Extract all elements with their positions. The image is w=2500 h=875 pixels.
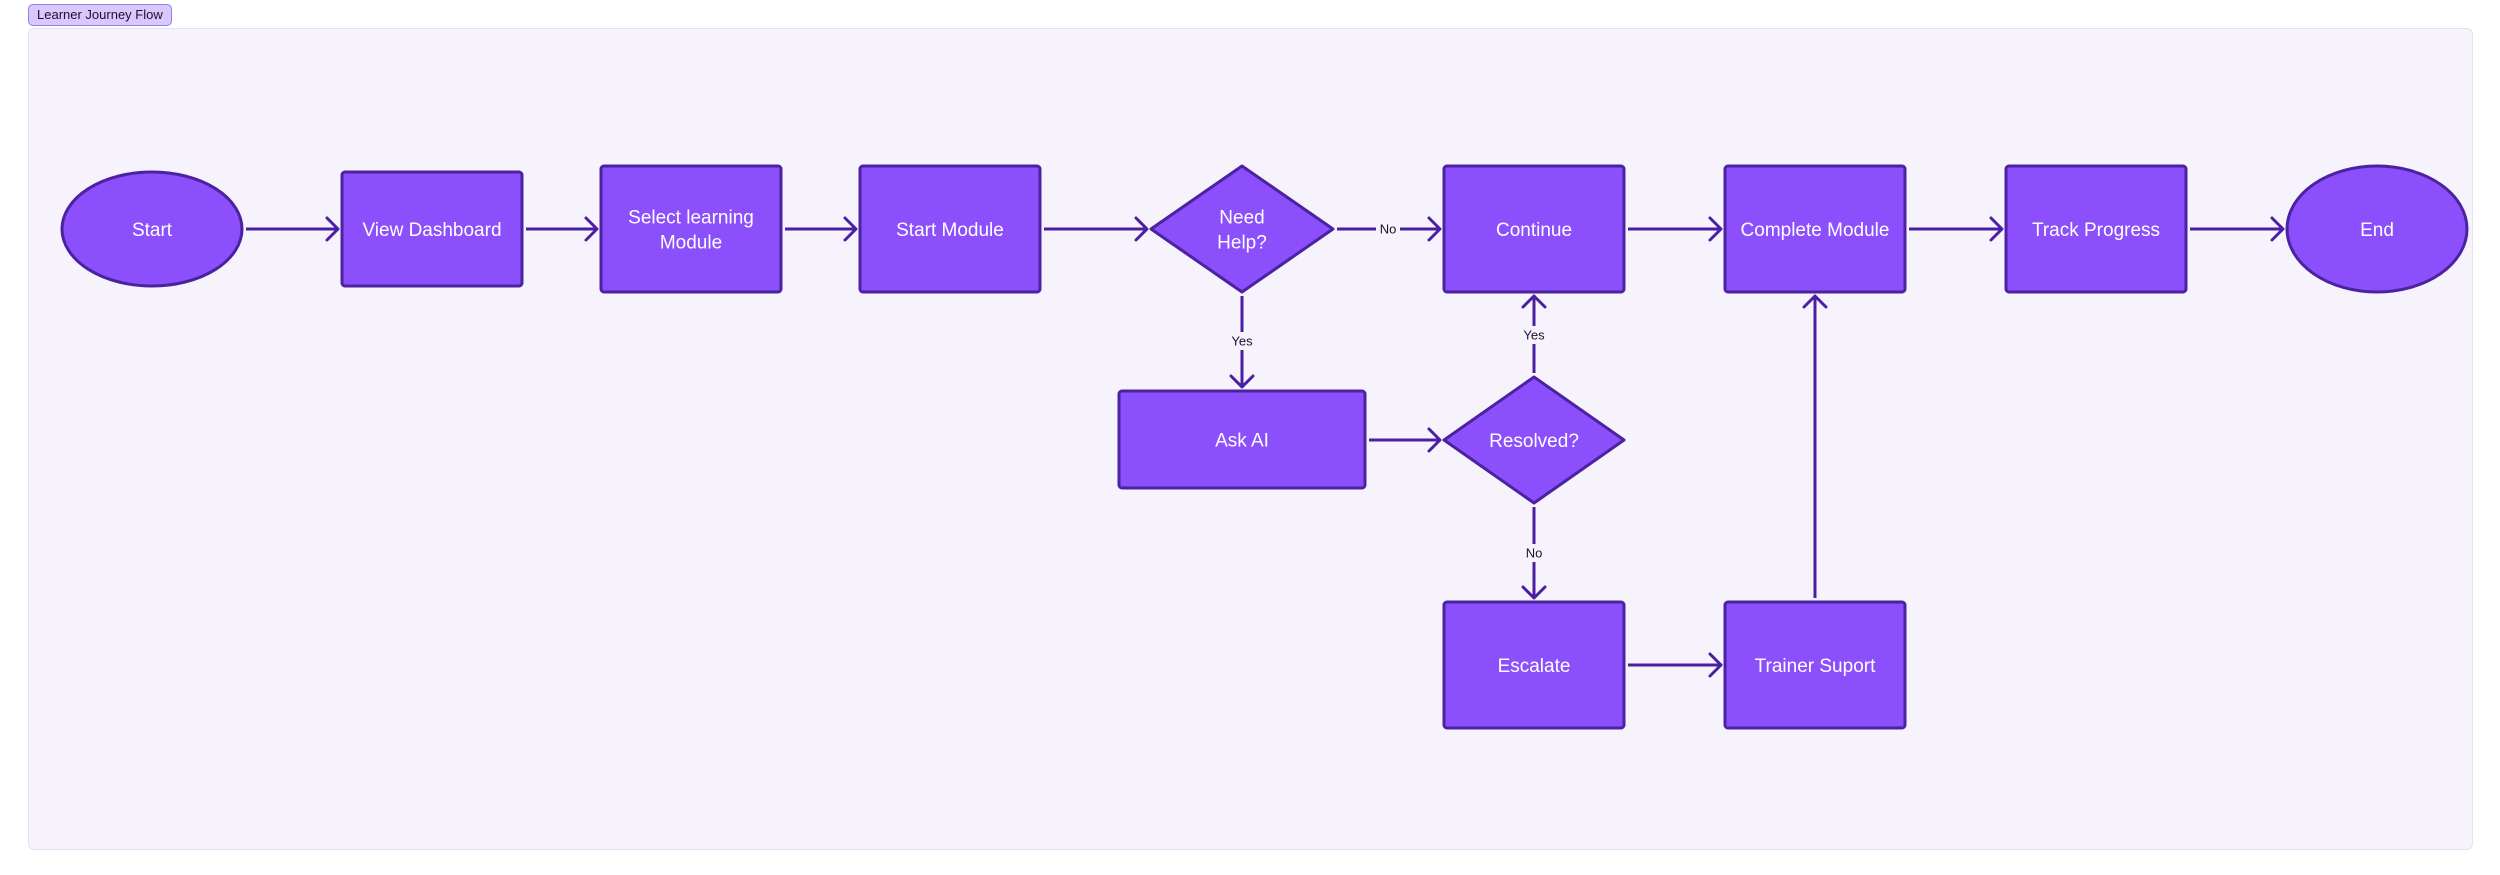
edge-label-background bbox=[1522, 544, 1546, 562]
node-ask-ai[interactable]: Ask AI bbox=[1117, 389, 1367, 490]
node-start[interactable]: Start bbox=[60, 170, 244, 288]
arrowhead-icon bbox=[1427, 427, 1442, 453]
process-shape[interactable] bbox=[1723, 164, 1907, 294]
node-label: Ask AI bbox=[1215, 431, 1269, 452]
edge-view_dashboard-to-select_module[interactable] bbox=[526, 216, 599, 242]
frame-title-tag[interactable]: Learner Journey Flow bbox=[28, 4, 172, 26]
terminal-shape[interactable] bbox=[2285, 164, 2469, 294]
edge-label: No bbox=[1526, 546, 1543, 561]
edge-resolved-to-escalate[interactable]: No bbox=[1521, 507, 1547, 600]
node-view-dashboard[interactable]: View Dashboard bbox=[340, 170, 524, 288]
edge-label-background bbox=[1518, 326, 1550, 344]
edge-label-background bbox=[1226, 332, 1258, 350]
arrowhead-icon bbox=[1521, 585, 1547, 600]
node-complete-module[interactable]: Complete Module bbox=[1723, 164, 1907, 294]
edge-track_progress-to-end[interactable] bbox=[2190, 216, 2285, 242]
edge-start-to-view_dashboard[interactable] bbox=[246, 216, 340, 242]
arrowhead-icon bbox=[843, 216, 858, 242]
edge-resolved-to-continue[interactable]: Yes bbox=[1518, 294, 1550, 373]
arrowhead-icon bbox=[1521, 294, 1547, 309]
edge-ask_ai-to-resolved[interactable] bbox=[1369, 427, 1442, 453]
node-escalate[interactable]: Escalate bbox=[1442, 600, 1626, 730]
node-label: Continue bbox=[1496, 220, 1572, 241]
process-shape[interactable] bbox=[340, 170, 524, 288]
process-shape[interactable] bbox=[599, 164, 783, 294]
terminal-shape[interactable] bbox=[60, 170, 244, 288]
process-shape[interactable] bbox=[2004, 164, 2188, 294]
node-label: Escalate bbox=[1498, 656, 1571, 677]
edge-trainer_support-to-complete_module[interactable] bbox=[1802, 294, 1828, 598]
arrowhead-icon bbox=[1229, 374, 1255, 389]
arrowhead-icon bbox=[1427, 216, 1442, 242]
arrowhead-icon bbox=[1802, 294, 1828, 309]
node-resolved[interactable]: Resolved? bbox=[1442, 375, 1626, 505]
node-start-module[interactable]: Start Module bbox=[858, 164, 1042, 294]
node-label: Start bbox=[132, 220, 173, 241]
edge-select_module-to-start_module[interactable] bbox=[785, 216, 858, 242]
arrowhead-icon bbox=[325, 216, 340, 242]
node-track-progress[interactable]: Track Progress bbox=[2004, 164, 2188, 294]
edge-start_module-to-need_help[interactable] bbox=[1044, 216, 1149, 242]
node-label: End bbox=[2360, 220, 2394, 241]
edge-need_help-to-continue[interactable]: No bbox=[1337, 216, 1442, 242]
process-shape[interactable] bbox=[1117, 389, 1367, 490]
edge-label: Yes bbox=[1231, 334, 1253, 349]
node-trainer-support[interactable]: Trainer Suport bbox=[1723, 600, 1907, 730]
edge-escalate-to-trainer_support[interactable] bbox=[1628, 652, 1723, 678]
edge-complete_module-to-track_progress[interactable] bbox=[1909, 216, 2004, 242]
process-shape[interactable] bbox=[858, 164, 1042, 294]
arrowhead-icon bbox=[2270, 216, 2285, 242]
arrowhead-icon bbox=[584, 216, 599, 242]
process-shape[interactable] bbox=[1442, 600, 1626, 730]
arrowhead-icon bbox=[1708, 216, 1723, 242]
node-label: View Dashboard bbox=[362, 220, 501, 241]
node-label: Complete Module bbox=[1741, 220, 1890, 241]
arrowhead-icon bbox=[1989, 216, 2004, 242]
node-continue[interactable]: Continue bbox=[1442, 164, 1626, 294]
process-shape[interactable] bbox=[1723, 600, 1907, 730]
decision-shape[interactable] bbox=[1442, 375, 1626, 505]
arrowhead-icon bbox=[1134, 216, 1149, 242]
node-label: Resolved? bbox=[1489, 431, 1579, 452]
node-label: Track Progress bbox=[2032, 220, 2160, 241]
node-end[interactable]: End bbox=[2285, 164, 2469, 294]
decision-shape[interactable] bbox=[1149, 164, 1335, 294]
edge-continue-to-complete_module[interactable] bbox=[1628, 216, 1723, 242]
arrowhead-icon bbox=[1708, 652, 1723, 678]
edge-label: No bbox=[1380, 222, 1397, 237]
node-label: Start Module bbox=[896, 220, 1004, 241]
process-shape[interactable] bbox=[1442, 164, 1626, 294]
edge-need_help-to-ask_ai[interactable]: Yes bbox=[1226, 296, 1258, 389]
edge-label-background bbox=[1376, 220, 1400, 238]
node-label: Trainer Suport bbox=[1755, 656, 1876, 677]
edge-label: Yes bbox=[1523, 328, 1545, 343]
